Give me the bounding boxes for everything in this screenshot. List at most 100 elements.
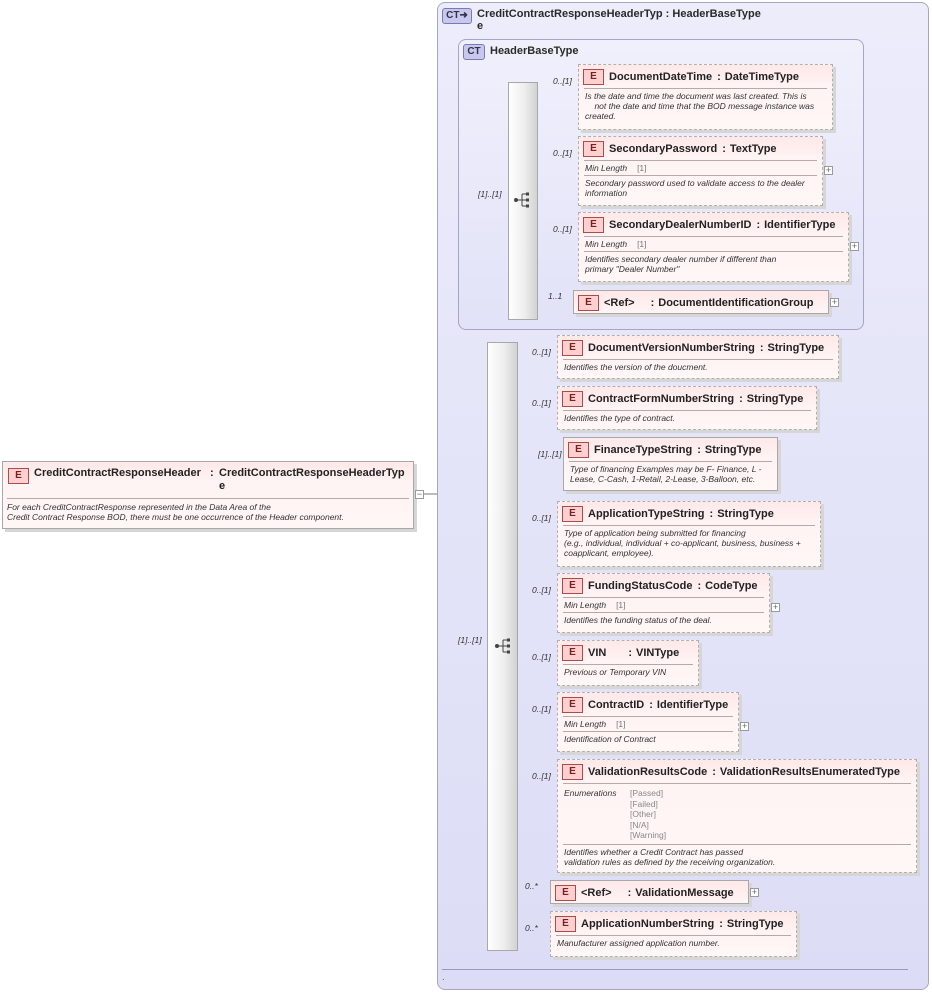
divider <box>584 251 843 252</box>
divider <box>584 236 843 237</box>
element-badge: E <box>578 295 599 311</box>
element-documentation: Type of application being submitted for … <box>564 528 815 558</box>
facet-min-length: Min Length[1] <box>564 719 626 729</box>
element-documentation: Identifies whether a Credit Contract has… <box>564 847 911 867</box>
extension-arrow-icon: ➜ <box>459 10 468 21</box>
base-type-badge: CT <box>463 44 485 60</box>
documentation-line: Identifies the type of contract. <box>564 413 676 423</box>
type-separator: : <box>722 143 726 155</box>
expand-toggle[interactable]: + <box>824 165 833 175</box>
expand-toggle[interactable]: + <box>830 297 839 307</box>
element-type: StringType <box>767 342 825 354</box>
root-element-card[interactable]: E CreditContractResponseHeader : CreditC… <box>2 461 414 529</box>
element-badge: E <box>562 764 583 780</box>
divider <box>563 597 764 598</box>
documentation-line: Previous or Temporary VIN <box>564 667 667 677</box>
facet-value: [1] <box>637 239 647 249</box>
base-type-title: HeaderBaseType <box>490 45 579 57</box>
expand-toggle[interactable]: + <box>750 887 759 897</box>
divider <box>556 935 791 936</box>
element-name: <Ref> <box>581 887 612 899</box>
occurrence-label: 0..[1] <box>553 224 572 234</box>
element-type: StringType <box>704 444 762 456</box>
type-separator: : <box>649 699 653 711</box>
element-badge: E <box>555 885 576 901</box>
divider <box>563 783 911 784</box>
element-type: VINType <box>636 647 680 659</box>
documentation-line: coapplicant, employee). <box>564 548 654 558</box>
documentation-line: Identifies whether a Credit Contract has… <box>564 846 744 857</box>
element-name: ApplicationTypeString <box>588 508 705 520</box>
element-badge: E <box>562 340 583 356</box>
element-documentation: Identifies the type of contract. <box>564 413 811 423</box>
divider <box>584 175 817 176</box>
element-type: StringType <box>746 393 804 405</box>
element-type: ValidationResultsEnumeratedType <box>719 766 900 778</box>
facet-value: [1] <box>616 719 626 729</box>
element-badge: E <box>562 391 583 407</box>
enumeration-value: [Other] <box>630 809 656 819</box>
type-separator: : <box>697 580 702 592</box>
complex-type-badge-icon: CT➜ <box>442 8 472 24</box>
element-header: E<Ref>:DocumentIdentificationGroup <box>578 295 824 311</box>
type-separator: : <box>739 393 743 405</box>
divider <box>563 612 764 613</box>
enumeration-value: [N/A] <box>630 819 649 830</box>
type-separator: : <box>719 918 723 930</box>
element-documentation: Manufacturer assigned application number… <box>557 938 791 948</box>
type-separator: : <box>697 444 701 456</box>
element-badge: E <box>583 69 604 85</box>
expand-toggle[interactable]: + <box>850 241 859 251</box>
base-sequence-occurrence: [1]..[1] <box>478 189 502 199</box>
root-element-name: CreditContractResponseHeader <box>34 467 201 479</box>
facet-value: [1] <box>616 600 626 610</box>
type-separator: : <box>650 297 655 309</box>
element-documentation: Secondary password used to validate acce… <box>585 178 817 198</box>
sequence-icon <box>514 192 529 208</box>
facet-min-length: Min Length[1] <box>585 239 647 249</box>
element-card[interactable]: E<Ref>:ValidationMessage <box>550 880 749 904</box>
documentation-line: Manufacturer assigned application number… <box>557 938 720 948</box>
type-separator: : <box>756 219 761 231</box>
occurrence-label: 0..[1] <box>532 652 551 662</box>
documentation-line: Secondary password used to validate acce… <box>585 178 805 188</box>
enumeration-value: [Failed] <box>630 798 658 809</box>
element-badge: E <box>583 217 604 233</box>
divider <box>563 716 733 717</box>
root-element-type-wrap: e <box>219 480 226 492</box>
collapse-toggle[interactable]: − <box>415 489 424 499</box>
element-card[interactable]: E<Ref>:DocumentIdentificationGroup <box>573 290 829 314</box>
divider <box>563 359 833 360</box>
root-doc-line: Credit Contract Response BOD, there must… <box>7 512 344 522</box>
type-separator: : <box>712 766 716 778</box>
documentation-line: Type of financing Examples may be F- Fin… <box>570 464 762 474</box>
base-sequence-bar <box>508 82 538 320</box>
expand-toggle[interactable]: + <box>771 602 780 612</box>
element-type: ValidationMessage <box>635 887 734 899</box>
enumeration-value: [Passed] <box>630 788 664 798</box>
occurrence-label: 0..[1] <box>553 76 572 86</box>
occurrence-label: 0..[1] <box>553 148 572 158</box>
element-type: DateTimeType <box>724 71 799 83</box>
facet-label: Min Length <box>564 600 607 610</box>
divider <box>563 843 911 845</box>
complex-type-title: CreditContractResponseHeaderTyp : Header… <box>477 8 761 20</box>
expand-toggle[interactable]: + <box>740 721 749 731</box>
